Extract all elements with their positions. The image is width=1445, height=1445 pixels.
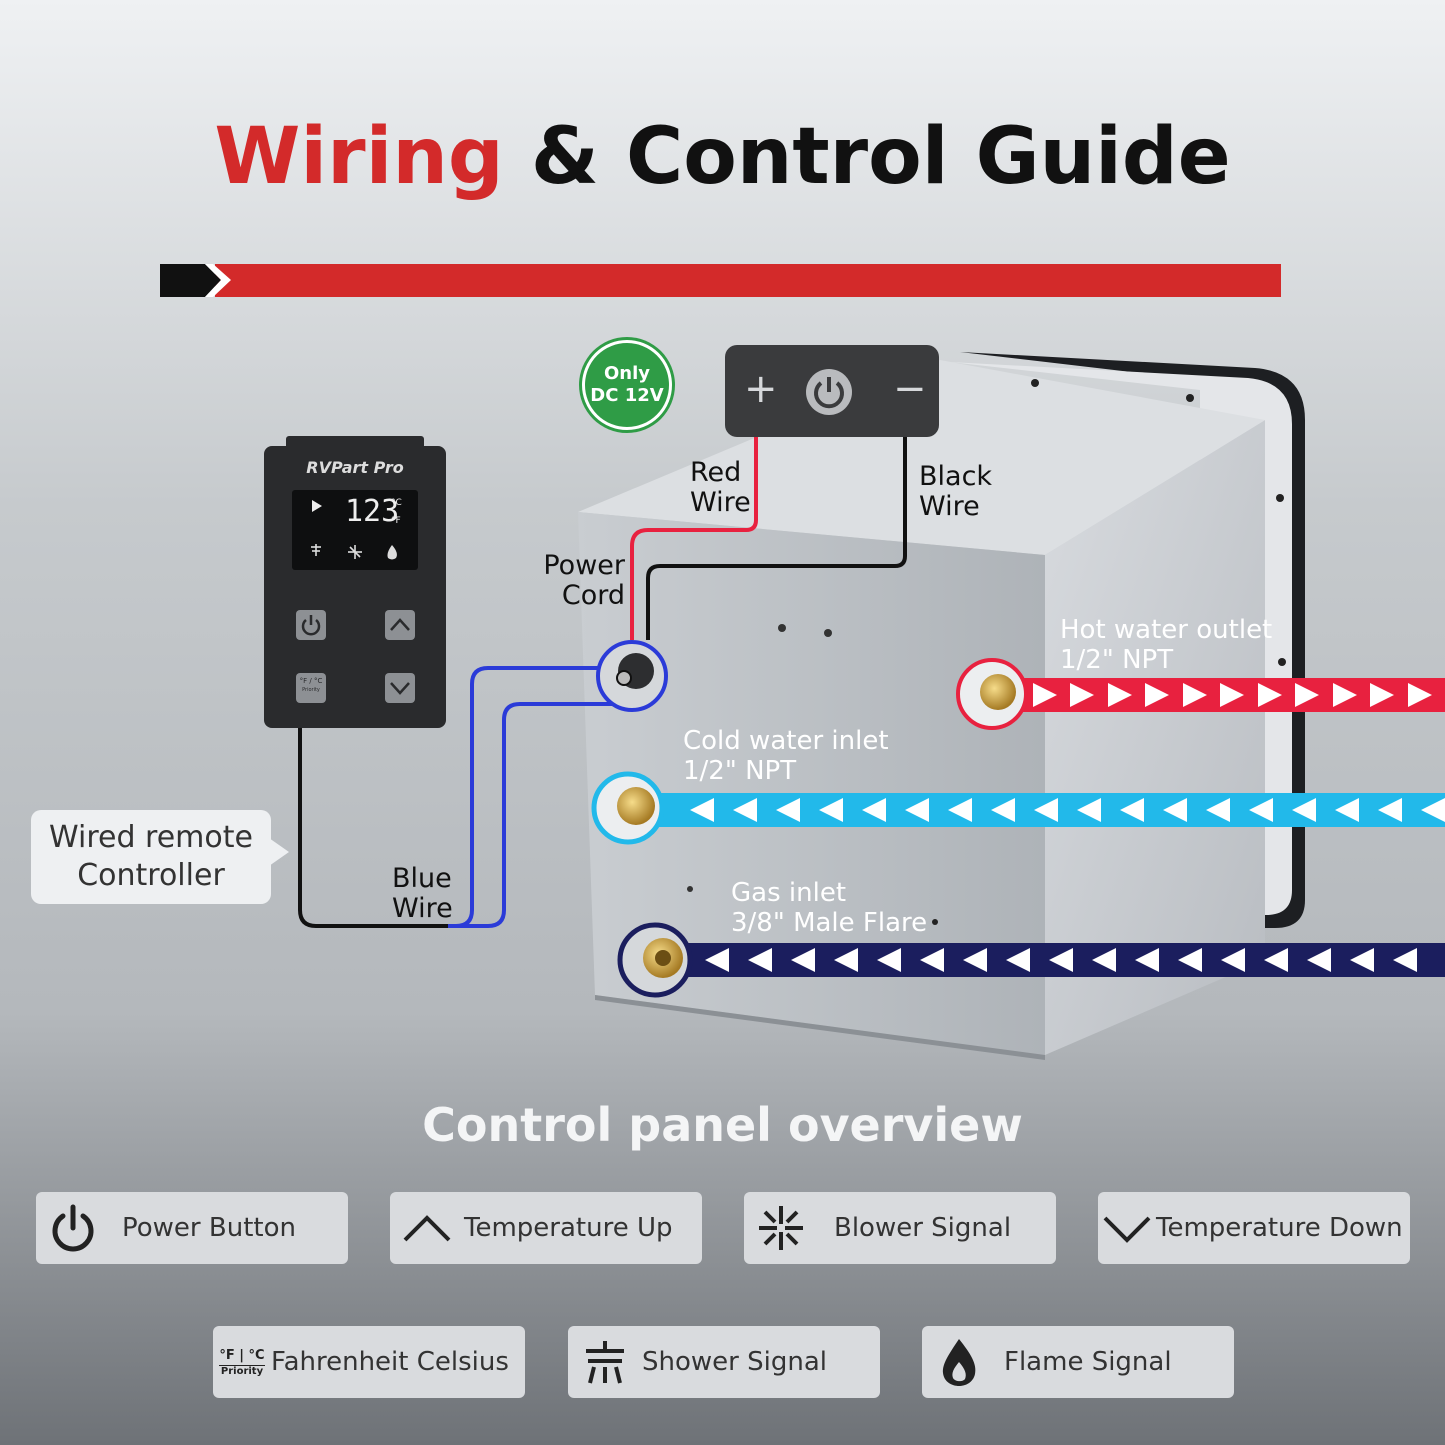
fc-icon-top: °F | °C bbox=[219, 1348, 265, 1366]
title-rest: & Control Guide bbox=[503, 112, 1231, 202]
legend-shower-signal: Shower Signal bbox=[568, 1326, 880, 1398]
flame-icon bbox=[922, 1326, 996, 1398]
hot-water-outlet-line2: 1/2" NPT bbox=[1060, 645, 1174, 675]
power-icon bbox=[36, 1192, 110, 1264]
black-wire-label-line1: Black bbox=[919, 461, 993, 492]
badge-line2: DC 12V bbox=[590, 385, 664, 406]
power-cord-label-line1: Power bbox=[543, 550, 625, 581]
legend-label: Fahrenheit Celsius bbox=[271, 1347, 509, 1377]
minus-terminal: − bbox=[893, 366, 927, 412]
legend-blower-signal: Blower Signal bbox=[744, 1192, 1056, 1264]
red-wire-label-line2: Wire bbox=[690, 487, 751, 518]
hot-water-outlet-line1: Hot water outlet bbox=[1060, 615, 1273, 645]
legend-temperature-up: Temperature Up bbox=[390, 1192, 702, 1264]
controller-display-value: 123 bbox=[345, 494, 400, 529]
controller-name-line2: Controller bbox=[77, 858, 225, 893]
plus-terminal: + bbox=[744, 366, 778, 412]
dc-12v-badge: Only DC 12V bbox=[582, 340, 672, 430]
title-highlight: Wiring bbox=[214, 112, 504, 202]
cold-water-inlet-line1: Cold water inlet bbox=[683, 726, 889, 756]
controller-fc-key-bottom: Priority bbox=[302, 687, 320, 693]
hot-water-outlet-label: Hot water outlet 1/2" NPT bbox=[1060, 615, 1272, 675]
power-cord-label-line2: Cord bbox=[561, 580, 625, 611]
legend-power-button: Power Button bbox=[36, 1192, 348, 1264]
legend-fahrenheit-celsius: °F | °C Priority Fahrenheit Celsius bbox=[213, 1326, 525, 1398]
gas-inlet-label: Gas inlet 3/8" Male Flare bbox=[731, 878, 927, 938]
fan-icon bbox=[744, 1192, 818, 1264]
legend-label: Shower Signal bbox=[642, 1347, 827, 1377]
controller-unit-c: °C bbox=[391, 498, 402, 508]
controller-name-line1: Wired remote bbox=[49, 820, 253, 855]
badge-line1: Only bbox=[603, 363, 651, 384]
control-panel-overview-title: Control panel overview bbox=[422, 1098, 1023, 1152]
legend-label: Flame Signal bbox=[1004, 1347, 1172, 1377]
red-wire-label-line1: Red bbox=[690, 457, 742, 488]
legend-temperature-down: Temperature Down bbox=[1098, 1192, 1410, 1264]
legend-label: Temperature Down bbox=[1156, 1213, 1403, 1243]
controller-brand: RVPart Pro bbox=[306, 458, 404, 477]
red-wire-label: Red Wire bbox=[690, 458, 751, 518]
blue-wire-label-line1: Blue bbox=[392, 863, 452, 894]
black-wire-label: Black Wire bbox=[919, 462, 992, 522]
controller-fc-key-top: °F / °C bbox=[299, 677, 323, 685]
chevron-up-icon bbox=[390, 1192, 464, 1264]
gas-inlet-line2: 3/8" Male Flare bbox=[731, 908, 928, 938]
shower-icon bbox=[568, 1326, 642, 1398]
fahrenheit-celsius-icon: °F | °C Priority bbox=[213, 1326, 271, 1398]
blue-wire-label-line2: Wire bbox=[392, 893, 453, 924]
blue-wire-label: Blue Wire bbox=[392, 864, 453, 924]
chevron-down-icon bbox=[1098, 1192, 1156, 1264]
hot-arrows bbox=[1033, 683, 1432, 707]
page-title: Wiring & Control Guide bbox=[0, 112, 1445, 202]
power-panel-power-icon bbox=[812, 376, 846, 410]
wired-remote-controller-label: Wired remote Controller bbox=[31, 810, 289, 904]
black-wire-label-line2: Wire bbox=[919, 491, 980, 522]
fc-icon-bottom: Priority bbox=[220, 1365, 264, 1377]
legend-label: Temperature Up bbox=[464, 1213, 673, 1243]
gas-inlet-line1: Gas inlet bbox=[731, 878, 847, 908]
power-cord-label: Power Cord bbox=[520, 551, 625, 611]
legend-flame-signal: Flame Signal bbox=[922, 1326, 1234, 1398]
controller-unit-f: °F bbox=[391, 516, 401, 526]
cold-water-inlet-label: Cold water inlet 1/2" NPT bbox=[683, 726, 889, 786]
controller-fc-key: °F / °C Priority bbox=[297, 677, 325, 695]
legend-label: Blower Signal bbox=[834, 1213, 1012, 1243]
legend-label: Power Button bbox=[122, 1213, 296, 1243]
cold-water-inlet-line2: 1/2" NPT bbox=[683, 756, 797, 786]
